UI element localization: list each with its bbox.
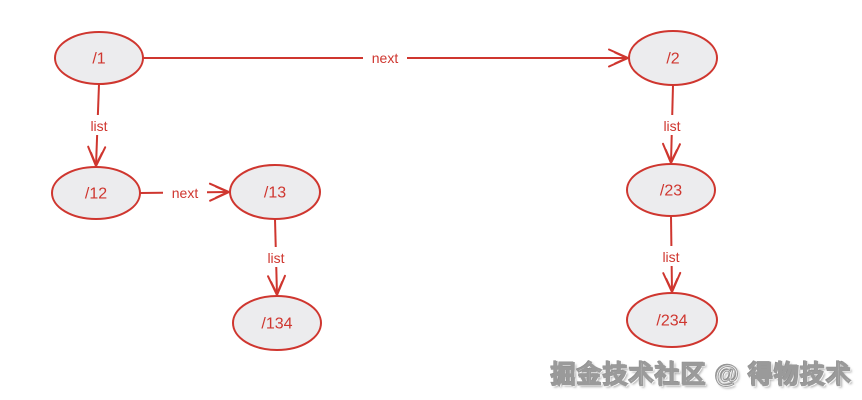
edge-label: list xyxy=(90,118,107,134)
node-1: /1 xyxy=(54,31,144,85)
node-13: /13 xyxy=(229,164,321,220)
edge-list-n13-n134: list xyxy=(254,218,298,298)
node-label: /234 xyxy=(656,313,687,330)
node-label: /23 xyxy=(660,183,682,200)
edge-label: list xyxy=(267,250,284,266)
edge-label: list xyxy=(663,118,680,134)
arrowhead-inner-chevron-icon xyxy=(664,148,678,165)
watermark: 掘金技术社区 @ 得物技术 xyxy=(550,361,852,390)
node-label: /12 xyxy=(85,186,107,203)
arrowhead-inner-chevron-icon xyxy=(270,280,284,297)
node-label: /2 xyxy=(666,51,679,68)
arrowhead-inner-chevron-icon xyxy=(614,51,630,65)
edge-list-n1-n12: list xyxy=(77,83,121,169)
node-label: /1 xyxy=(92,51,105,68)
edge-list-n2-n23: list xyxy=(650,84,694,166)
edge-label: list xyxy=(662,249,679,265)
node-label: /13 xyxy=(264,185,286,202)
edge-label: next xyxy=(172,185,199,201)
edge-next-n12-n13: next xyxy=(139,182,232,202)
arrowhead-inner-chevron-icon xyxy=(89,151,103,168)
node-label: /134 xyxy=(261,316,292,333)
node-12: /12 xyxy=(51,166,141,220)
node-234: /234 xyxy=(626,292,718,348)
edge-list-n23-n234: list xyxy=(649,215,693,295)
arrowhead-inner-chevron-icon xyxy=(214,185,231,199)
edge-next-n1-n2: next xyxy=(143,47,631,68)
arrowhead-inner-chevron-icon xyxy=(665,277,679,294)
node-2: /2 xyxy=(628,30,718,86)
edge-label: next xyxy=(372,50,399,66)
node-23: /23 xyxy=(626,163,716,217)
node-134: /134 xyxy=(232,295,322,351)
